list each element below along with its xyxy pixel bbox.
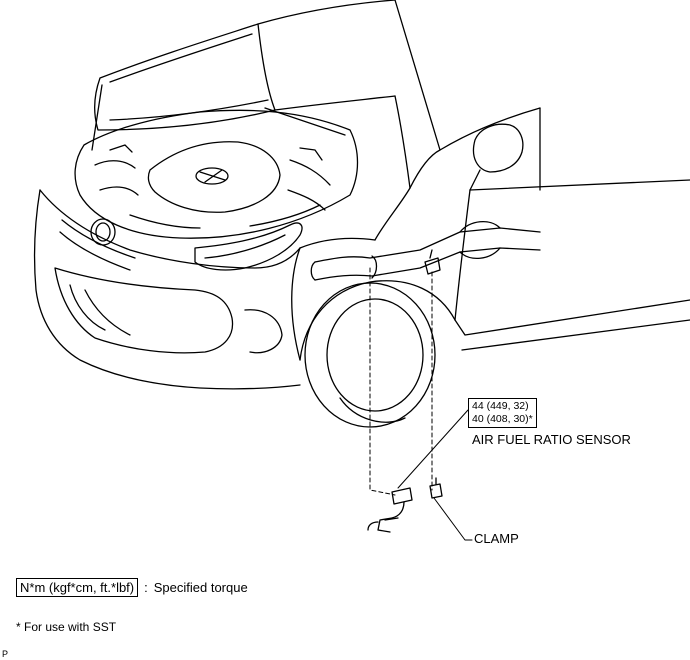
legend-separator: : — [144, 580, 148, 595]
clamp-leader — [433, 497, 473, 541]
sst-note: * For use with SST — [16, 620, 117, 634]
callout-leaders — [397, 409, 473, 541]
emblem — [90, 218, 116, 246]
car-body — [33, 0, 690, 428]
side-mirror — [472, 123, 524, 173]
torque-line-1: 44 (449, 32) — [472, 400, 529, 412]
torque-line-2: 40 (408, 30)* — [472, 413, 533, 425]
air-fuel-ratio-sensor — [367, 487, 413, 533]
clamp-part — [429, 477, 443, 499]
torque-legend: N*m (kgf*cm, ft.*lbf) : Specified torque — [16, 578, 248, 597]
engine-cover — [147, 141, 281, 213]
sensor-label: AIR FUEL RATIO SENSOR — [472, 432, 631, 447]
sensor-leader — [397, 409, 469, 489]
legend-description: Specified torque — [153, 580, 248, 595]
legend-unit-box: N*m (kgf*cm, ft.*lbf) — [16, 578, 139, 597]
engine-bay — [74, 109, 359, 239]
torque-spec-box: 44 (449, 32) 40 (408, 30)* — [468, 398, 537, 428]
leader-lines — [369, 267, 433, 496]
illustration-code: P — [2, 649, 9, 659]
exhaust-pipe — [310, 221, 541, 281]
front-bumper — [39, 189, 301, 269]
headlight — [194, 222, 303, 271]
clamp-label: CLAMP — [474, 531, 519, 546]
